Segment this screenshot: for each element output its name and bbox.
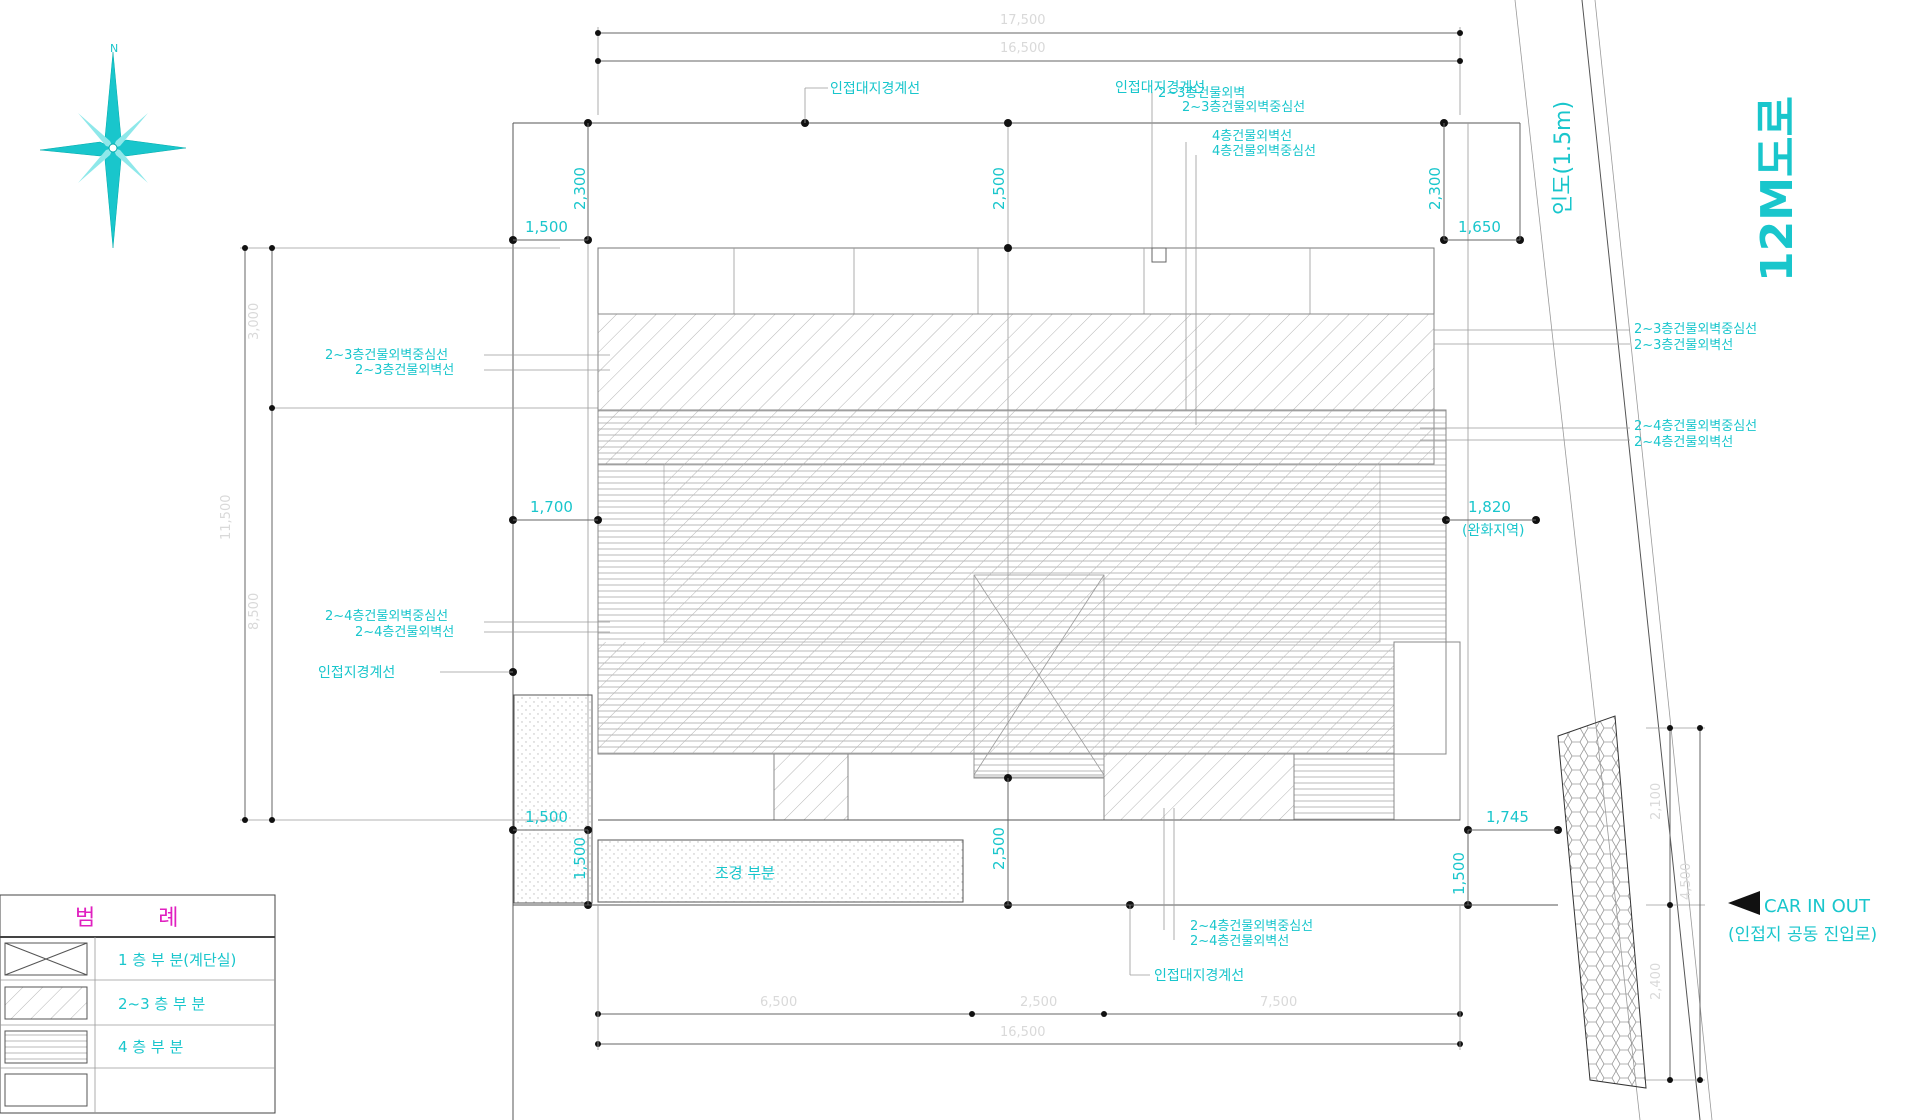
dim-bottom-left-w: 1,500 (525, 808, 568, 826)
note-top-set2-a: 4층건물외벽선 (1212, 129, 1292, 144)
legend-item-2: 2~3 층 부 분 (118, 995, 206, 1013)
note-right-24-b: 2~4층건물외벽선 (1634, 435, 1733, 450)
dim-bottom-left-h: 1,500 (571, 837, 589, 880)
car-entry-strip: 2,100 4,500 2,400 (1557, 715, 1705, 1089)
dim-bottom-mid-h: 2,500 (990, 827, 1008, 870)
note-top-adj-right: 인접대지경계선 (1115, 80, 1205, 96)
road-title: 12M도로 (1752, 96, 1803, 282)
car-entry-line1: CAR IN OUT (1764, 896, 1871, 917)
dim-mid-right-note: (완화지역) (1462, 523, 1524, 539)
note-right-23-b: 2~3층건물외벽선 (1634, 338, 1733, 353)
svg-text:2,500: 2,500 (1020, 995, 1057, 1010)
annotations: 인접대지경계선 인접대지경계선 2~3층건물외벽 2~3층건물외벽중심선 4층건… (318, 80, 1757, 984)
note-left-23-a: 2~3층건물외벽중심선 (325, 348, 448, 363)
dim-top-left-w: 1,500 (525, 218, 568, 236)
dim-top-mid-h: 2,500 (990, 167, 1008, 210)
car-entry-label: CAR IN OUT (인접지 공동 진입로) (1728, 891, 1877, 945)
svg-text:2,100: 2,100 (1649, 783, 1664, 820)
note-top-set1-b: 2~3층건물외벽중심선 (1182, 100, 1305, 115)
legend-swatch-cross (4, 942, 88, 976)
svg-text:4,500: 4,500 (1679, 863, 1694, 900)
legend-swatch-blank (4, 1073, 88, 1107)
note-top-set1-a: 2~3층건물외벽 (1158, 86, 1245, 101)
svg-text:16,500: 16,500 (1000, 41, 1046, 56)
svg-text:2,400: 2,400 (1649, 963, 1664, 1000)
note-left-24-a: 2~4층건물외벽중심선 (325, 609, 448, 624)
dim-bottom-right-w: 1,745 (1486, 808, 1529, 826)
dimension-labels: 1,500 2,300 2,500 2,300 1,650 1,700 1,82… (525, 167, 1529, 895)
note-right-23-a: 2~3층건물외벽중심선 (1634, 322, 1757, 337)
sidewalk-label: 인도(1.5m) (1551, 101, 1576, 215)
legend-item-1: 1 층 부 분(계단실) (118, 951, 236, 969)
landscape-label: 조경 부분 (715, 864, 775, 882)
svg-text:17,500: 17,500 (1000, 13, 1046, 28)
note-bottom-24-a: 2~4층건물외벽중심선 (1190, 919, 1313, 934)
svg-text:3,000: 3,000 (247, 303, 262, 340)
legend-title: 범 례 (75, 906, 206, 931)
legend-swatch-diagonal (4, 986, 88, 1020)
svg-text:6,500: 6,500 (760, 995, 797, 1010)
dim-bottom-right-h: 1,500 (1450, 852, 1468, 895)
road-labels: 12M도로 인도(1.5m) (1551, 96, 1803, 282)
legend-swatch-horizontal (4, 1030, 88, 1064)
compass-rose-icon: N (39, 42, 187, 249)
dimension-segments: 6,500 2,500 7,500 16,500 (513, 123, 1558, 1050)
note-top-adj-left: 인접대지경계선 (830, 81, 920, 97)
arrow-left-icon (1728, 891, 1760, 915)
dim-mid-left-w: 1,700 (530, 498, 573, 516)
dim-top-right-w: 1,650 (1458, 218, 1501, 236)
svg-text:16,500: 16,500 (1000, 1025, 1046, 1040)
svg-text:11,500: 11,500 (219, 495, 234, 541)
leader-lines (440, 87, 1630, 976)
note-right-24-a: 2~4층건물외벽중심선 (1634, 419, 1757, 434)
landscape-area: 조경 부분 (513, 694, 964, 904)
legend-item-3: 4 층 부 분 (118, 1038, 183, 1056)
svg-text:8,500: 8,500 (247, 593, 262, 630)
note-left-23-b: 2~3층건물외벽선 (355, 363, 454, 378)
top-dimension-lines: 17,500 16,500 (595, 13, 1463, 115)
svg-text:7,500: 7,500 (1260, 995, 1297, 1010)
legend: 범 례 1 층 부 분(계단실) 2~3 층 부 분 4 층 부 분 (0, 894, 276, 1114)
car-entry-line2: (인접지 공동 진입로) (1728, 925, 1877, 945)
building-footprint (597, 247, 1461, 821)
dim-mid-right-w: 1,820 (1468, 498, 1511, 516)
note-left-24-b: 2~4층건물외벽선 (355, 625, 454, 640)
note-bottom-24-b: 2~4층건물외벽선 (1190, 934, 1289, 949)
note-left-adj: 인접지경계선 (318, 665, 395, 681)
dim-top-right-h: 2,300 (1426, 167, 1444, 210)
dim-top-left-h: 2,300 (571, 167, 589, 210)
note-bottom-adj: 인접대지경계선 (1154, 968, 1244, 984)
note-top-set2-b: 4층건물외벽중심선 (1212, 144, 1316, 159)
north-label: N (110, 42, 118, 55)
